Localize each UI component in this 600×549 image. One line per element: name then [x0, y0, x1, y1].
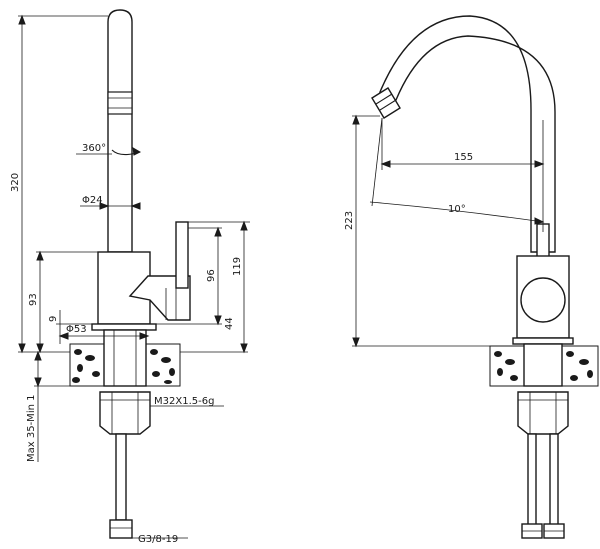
spout-aerator — [371, 87, 401, 119]
label-pipe-diameter: Φ24 — [82, 195, 103, 206]
label-thread: M32X1.5-6g — [154, 396, 214, 407]
gooseneck-spout — [379, 15, 556, 253]
side-view: 360° 320 Φ24 93 9 Φ53 96 119 44 Max 35-M… — [10, 9, 250, 545]
spout-pipe — [107, 9, 133, 253]
label-handle-offset: 9 — [48, 316, 59, 322]
base-ring — [91, 323, 157, 331]
label-deck-thickness: Max 35-Min 1 — [26, 395, 37, 462]
front-stone-pattern — [494, 351, 593, 381]
hose-fitting — [109, 519, 133, 539]
label-hose-thread: G3/8-19 — [138, 534, 178, 545]
label-base-height: 93 — [28, 293, 39, 306]
label-base-diameter: Φ53 — [66, 324, 87, 335]
angle-arc — [369, 201, 544, 223]
label-handle-base: 44 — [224, 317, 235, 330]
label-handle-total: 119 — [232, 257, 243, 276]
front-base-ring — [512, 337, 574, 345]
stone-pattern — [72, 349, 175, 384]
threaded-shank — [103, 329, 147, 387]
label-handle-height: 96 — [206, 269, 217, 282]
label-rotation: 360° — [82, 143, 106, 154]
aerator — [107, 91, 133, 115]
valve-knob — [520, 277, 566, 323]
front-hose-left — [527, 433, 537, 527]
lever-handle — [175, 221, 189, 289]
front-hose-right — [549, 433, 559, 527]
label-spout-angle: 10° — [448, 204, 466, 215]
front-shank — [523, 343, 563, 387]
supply-hose — [115, 433, 127, 521]
label-reach: 155 — [454, 152, 473, 163]
cartridge — [128, 275, 191, 321]
label-height-total: 320 — [10, 173, 21, 192]
front-view: 155 223 10° — [344, 15, 599, 539]
front-nut — [517, 391, 569, 435]
mounting-nut — [99, 391, 151, 435]
label-spout-height: 223 — [344, 211, 355, 230]
